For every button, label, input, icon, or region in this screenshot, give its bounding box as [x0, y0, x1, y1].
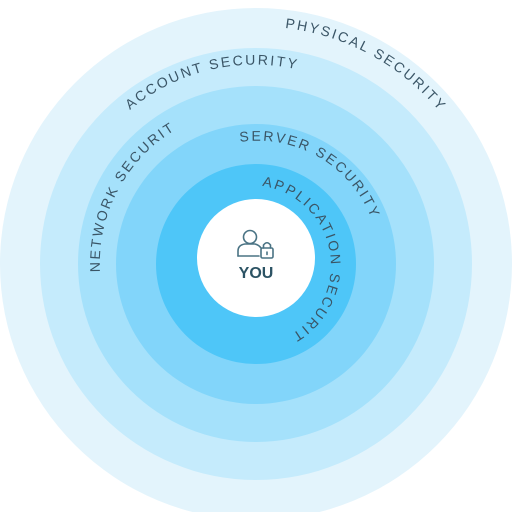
user-lock-icon [237, 229, 274, 259]
center-label-you: YOU [239, 265, 274, 282]
center-circle [197, 199, 315, 317]
